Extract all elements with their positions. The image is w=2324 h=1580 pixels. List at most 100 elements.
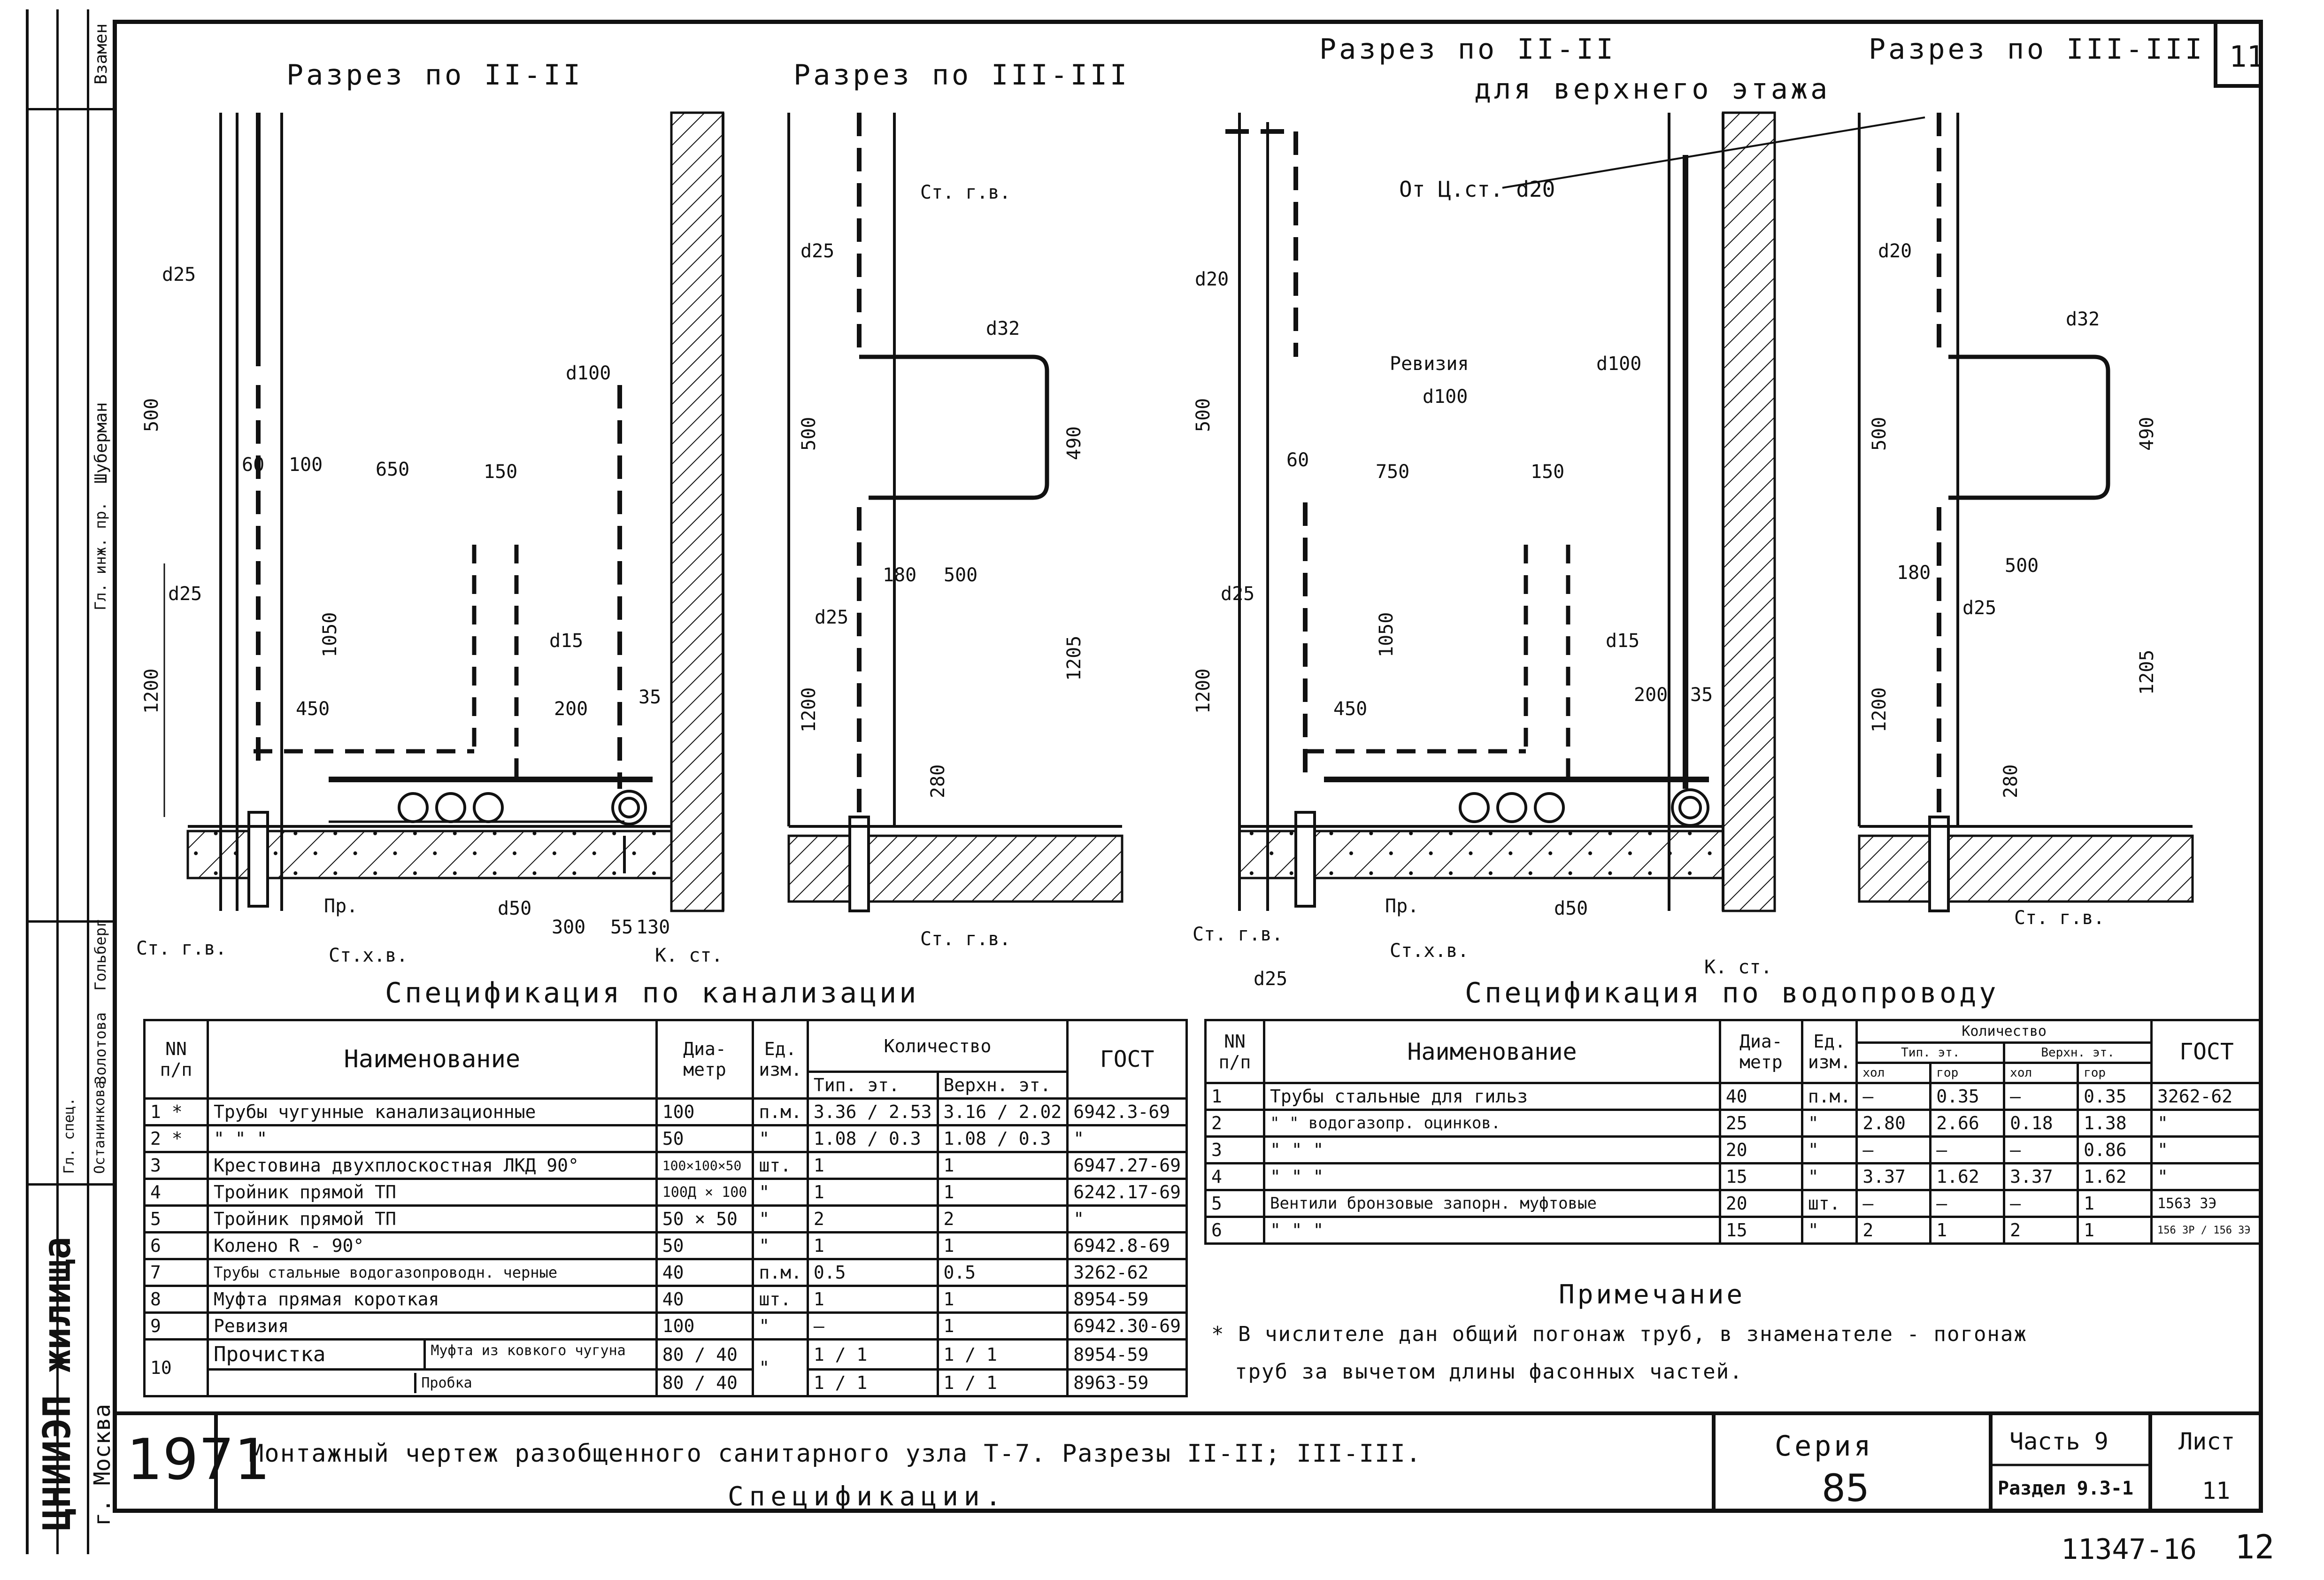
kan-r1-nn: 1 * bbox=[143, 1097, 209, 1126]
vod-r1-b: 0.35 bbox=[1929, 1082, 2006, 1111]
vod-r4-nn: 4 bbox=[1204, 1162, 1265, 1191]
label-d20-2: d20 bbox=[1878, 240, 1912, 262]
label-d25-3: d25 bbox=[800, 240, 835, 262]
kan-r9-gost: 6942.30-69 bbox=[1066, 1311, 1188, 1341]
sidebar-stamp bbox=[26, 9, 115, 1554]
kan-r5-diam: 50 × 50 bbox=[655, 1204, 754, 1233]
spec-kan-table: NN п/п Наименование Диа- метр Ед. изм. К… bbox=[143, 1019, 1188, 1397]
vod-r1-name: Трубы стальные для гильз bbox=[1263, 1082, 1721, 1111]
kan-r5-gost: " bbox=[1066, 1204, 1188, 1233]
section-2-drawing bbox=[787, 113, 1124, 912]
kan-r5-typ: 2 bbox=[806, 1204, 939, 1233]
kan-r9-top: 1 bbox=[936, 1311, 1069, 1341]
vod-h-top: Верхн. эт. bbox=[2003, 1041, 2153, 1064]
vod-r1-nn: 1 bbox=[1204, 1082, 1265, 1111]
kan-r6-top: 1 bbox=[936, 1231, 1069, 1260]
dim-280-2: 280 bbox=[927, 764, 949, 798]
section-label: Раздел 9.3-1 bbox=[1998, 1478, 2133, 1499]
title-line1: Монтажный чертеж разобщенного санитарног… bbox=[249, 1440, 1422, 1468]
kan-r3-nn: 3 bbox=[143, 1151, 209, 1180]
spec-vod-title: Спецификация по водопроводу bbox=[1465, 977, 1999, 1010]
vod-r3-name: " " " bbox=[1263, 1135, 1721, 1164]
note-text-1: * В числителе дан общий погонаж труб, в … bbox=[1211, 1322, 2027, 1346]
dim-180-2: 180 bbox=[883, 564, 917, 586]
kan-r3-diam: 100×100×50 bbox=[655, 1151, 754, 1180]
vod-h-typ: Тип. эт. bbox=[1855, 1041, 2006, 1064]
drawing-frame bbox=[113, 20, 2263, 1513]
vod-r2-diam: 25 bbox=[1718, 1109, 1803, 1138]
vod-r1-unit: п.м. bbox=[1801, 1082, 1858, 1111]
kan-r1-gost: 6942.3-69 bbox=[1066, 1097, 1188, 1126]
vod-r6-gost: 156 3Р / 156 3Э bbox=[2150, 1216, 2263, 1245]
dim-1200-2: 1200 bbox=[798, 687, 820, 732]
dim-1200-4: 1200 bbox=[1869, 687, 1890, 732]
vod-r3-a: — bbox=[1855, 1135, 1932, 1164]
kan-r10-name: Прочистка bbox=[214, 1342, 326, 1366]
label-d25-2: d25 bbox=[168, 583, 202, 605]
kan-r6-typ: 1 bbox=[806, 1231, 939, 1260]
vod-r3-d: 0.86 bbox=[2077, 1135, 2153, 1164]
kan-r2-gost: " bbox=[1066, 1124, 1188, 1153]
label-pr-1: Пр. bbox=[324, 895, 358, 917]
kan-h-gost: ГОСТ bbox=[1066, 1019, 1188, 1100]
label-d25-6: d25 bbox=[1254, 968, 1288, 990]
series-label: Серия bbox=[1775, 1430, 1874, 1463]
kan-r10-diam1: 80 / 40 bbox=[655, 1338, 754, 1371]
vod-r5-a: — bbox=[1855, 1189, 1932, 1218]
kan-r4-unit: " bbox=[752, 1178, 809, 1207]
dim-200-3: 200 bbox=[1634, 684, 1668, 706]
kan-r10b-name-cell: Пробка bbox=[207, 1368, 658, 1397]
dim-450-3: 450 bbox=[1333, 698, 1368, 720]
label-d100-2: d100 bbox=[1596, 353, 1642, 375]
dim-1050-3: 1050 bbox=[1376, 612, 1397, 657]
vod-r4-name: " " " bbox=[1263, 1162, 1721, 1191]
vod-r5-gost: 1563 3Э bbox=[2150, 1189, 2263, 1218]
title-block-lines bbox=[113, 1411, 2263, 1513]
sheet-number-box bbox=[2214, 20, 2263, 88]
vod-r5-nn: 5 bbox=[1204, 1189, 1265, 1218]
kan-r10-top2: 1 / 1 bbox=[936, 1368, 1069, 1397]
label-d15-1: d15 bbox=[549, 630, 584, 652]
kan-r9-name: Ревизия bbox=[207, 1311, 658, 1341]
kan-r5-name: Тройник прямой ТП bbox=[207, 1204, 658, 1233]
kan-r8-diam: 40 bbox=[655, 1285, 754, 1314]
kan-h-unit: Ед. изм. bbox=[752, 1019, 809, 1100]
vod-r2-gost: " bbox=[2150, 1109, 2263, 1138]
kan-r2-diam: 50 bbox=[655, 1124, 754, 1153]
vod-r6-b: 1 bbox=[1929, 1216, 2006, 1245]
vod-r2-unit: " bbox=[1801, 1109, 1858, 1138]
dim-200-1: 200 bbox=[554, 698, 588, 720]
vod-h-name: Наименование bbox=[1263, 1019, 1721, 1084]
vod-h-nn: NN п/п bbox=[1204, 1019, 1265, 1084]
dim-180-4: 180 bbox=[1897, 562, 1931, 584]
vod-r5-b: — bbox=[1929, 1189, 2006, 1218]
kan-r4-name: Тройник прямой ТП bbox=[207, 1178, 658, 1207]
kan-r3-name: Крестовина двухплоскостная ЛКД 90° bbox=[207, 1151, 658, 1180]
vod-r2-d: 1.38 bbox=[2077, 1109, 2153, 1138]
label-stgv-1: Ст. г.в. bbox=[136, 938, 227, 959]
kan-r7-name: Трубы стальные водогазопроводн. черные bbox=[207, 1258, 658, 1287]
section-3-drawing bbox=[1225, 111, 1925, 912]
kan-r9-unit: " bbox=[752, 1311, 809, 1341]
vod-r2-nn: 2 bbox=[1204, 1109, 1265, 1138]
dim-500-3: 500 bbox=[1193, 398, 1214, 432]
vod-r4-b: 1.62 bbox=[1929, 1162, 2006, 1191]
dim-500-1: 500 bbox=[141, 398, 162, 432]
kan-h-nn: NN п/п bbox=[143, 1019, 209, 1100]
vod-r4-c: 3.37 bbox=[2003, 1162, 2079, 1191]
kan-r2-top: 1.08 / 0.3 bbox=[936, 1124, 1069, 1153]
kan-r5-nn: 5 bbox=[143, 1204, 209, 1233]
label-sthv-1: Ст.х.в. bbox=[329, 945, 408, 966]
dim-500-2h: 500 bbox=[944, 564, 978, 586]
vod-r6-name: " " " bbox=[1263, 1216, 1721, 1245]
vod-r4-unit: " bbox=[1801, 1162, 1858, 1191]
vod-r2-a: 2.80 bbox=[1855, 1109, 1932, 1138]
vod-r1-diam: 40 bbox=[1718, 1082, 1803, 1111]
kan-r4-nn: 4 bbox=[143, 1178, 209, 1207]
vod-r1-c: — bbox=[2003, 1082, 2079, 1111]
vod-r3-c: — bbox=[2003, 1135, 2079, 1164]
kan-r8-gost: 8954-59 bbox=[1066, 1285, 1188, 1314]
kan-r10-gost1: 8954-59 bbox=[1066, 1338, 1188, 1371]
note-text-2: труб за вычетом длины фасонных частей. bbox=[1235, 1360, 1743, 1384]
kan-r7-diam: 40 bbox=[655, 1258, 754, 1287]
